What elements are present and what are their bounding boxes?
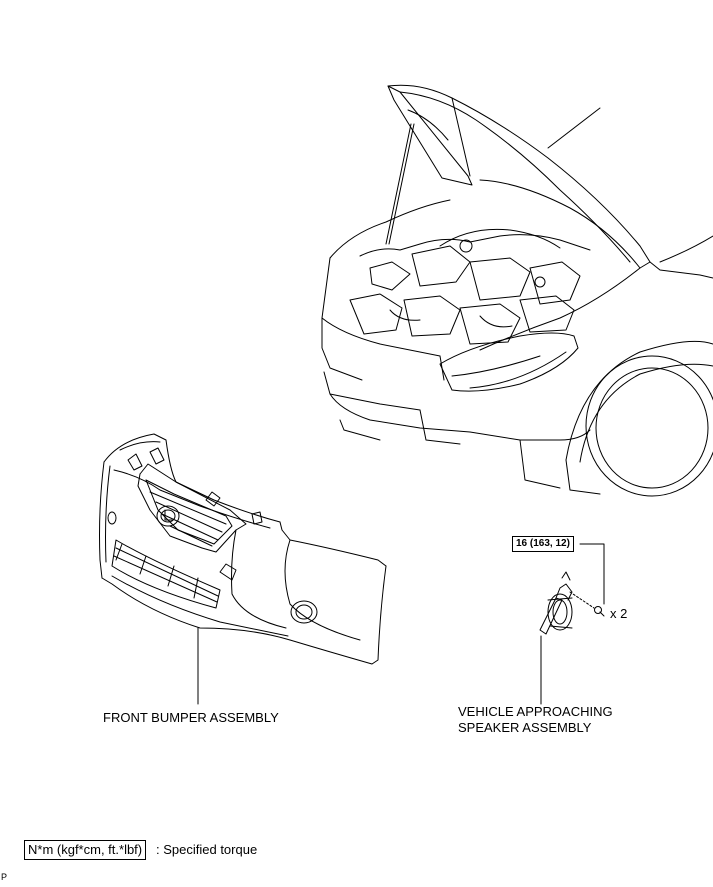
- speaker-label-line2: SPEAKER ASSEMBLY: [458, 720, 592, 735]
- page-code: P: [1, 872, 8, 882]
- torque-legend-description: : Specified torque: [156, 842, 258, 857]
- vehicle-illustration: [321, 84, 713, 497]
- torque-legend-symbol: N*m (kgf*cm, ft.*lbf): [24, 840, 147, 860]
- front-bumper-illustration: [99, 433, 387, 705]
- speaker-label-line1: VEHICLE APPROACHING: [458, 704, 613, 719]
- torque-specification-box: 16 (163, 12): [512, 536, 574, 552]
- bolt-quantity-label: x 2: [610, 606, 628, 621]
- speaker-illustration: [539, 543, 605, 705]
- front-bumper-label: FRONT BUMPER ASSEMBLY: [103, 710, 279, 725]
